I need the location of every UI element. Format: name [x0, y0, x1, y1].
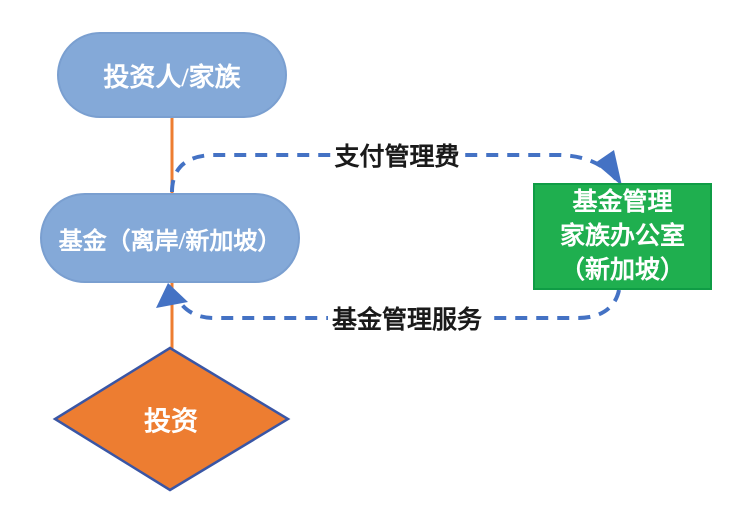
family-office-label-line-3: （新加坡）: [559, 256, 685, 284]
edge-label-pay-management-fee: 支付管理费: [330, 137, 464, 173]
edge-label-fund-management-service: 基金管理服务: [327, 300, 487, 336]
arrowhead-into-family-office: [595, 150, 622, 186]
family-office-node: 基金管理 家族办公室 （新加坡）: [533, 183, 712, 290]
fund-node-label: 基金（离岸/新加坡）: [58, 228, 282, 255]
investor-node: 投资人/家族: [57, 32, 287, 118]
arrowhead-into-fund: [156, 283, 188, 308]
investment-node-diamond: [52, 346, 291, 492]
fund-node: 基金（离岸/新加坡）: [40, 193, 300, 283]
investment-node-label: 投资: [144, 406, 198, 437]
family-office-label-line-2: 家族办公室: [559, 222, 685, 250]
investor-node-label: 投资人/家族: [103, 62, 241, 92]
family-office-label-line-1: 基金管理: [572, 188, 673, 216]
